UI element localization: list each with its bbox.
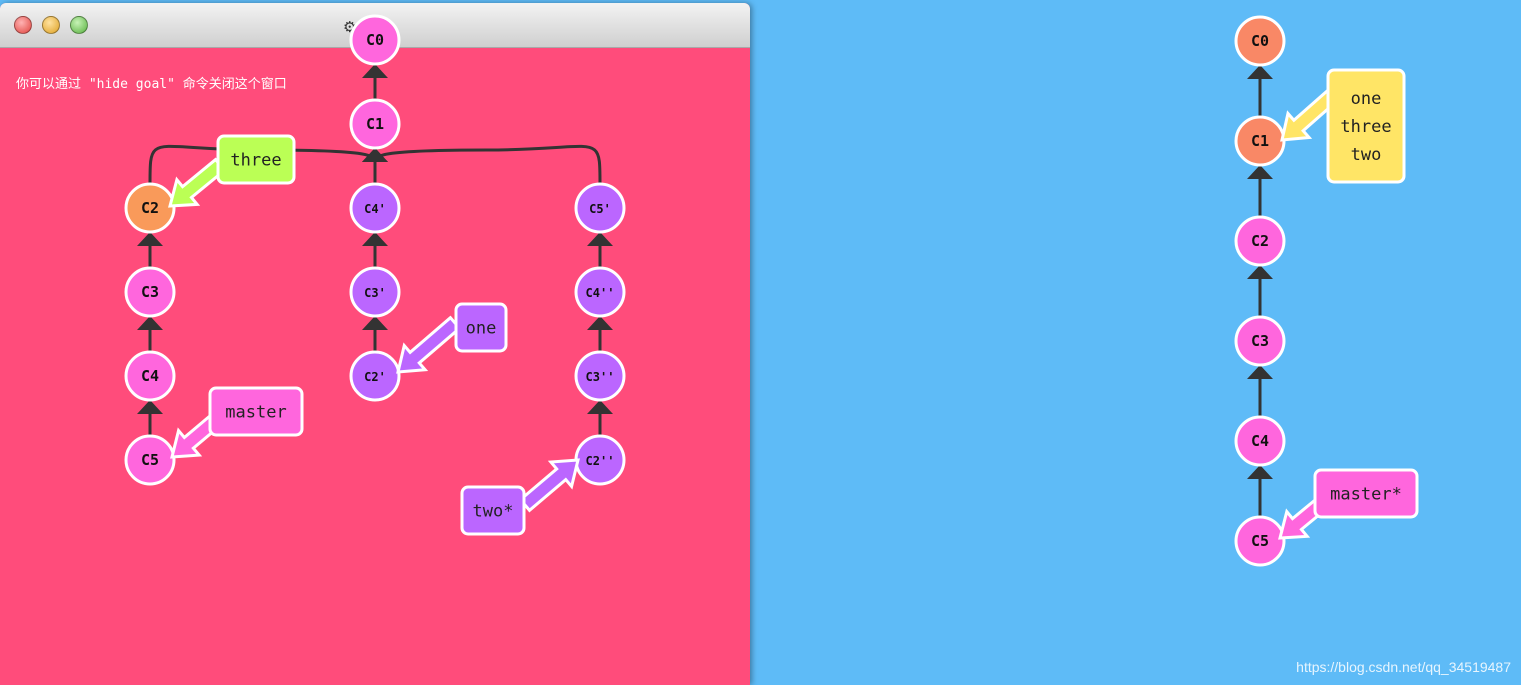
commit-node-c3[interactable]: C3	[1234, 315, 1286, 367]
current-edges	[1247, 65, 1273, 517]
commit-node-c4pp[interactable]: C4''	[574, 266, 626, 318]
branch-label-one[interactable]: one	[454, 302, 508, 353]
branch-arrow-two	[518, 458, 580, 513]
commit-label: C3	[141, 283, 159, 301]
commit-label: C2	[141, 199, 159, 217]
commit-node-c5p[interactable]: C5'	[574, 182, 626, 234]
branch-label-one-three-two[interactable]: one three two	[1326, 68, 1406, 184]
commit-label: C3''	[586, 370, 615, 384]
commit-node-c1[interactable]: C1	[1234, 115, 1286, 167]
hide-goal-hint: 你可以通过 "hide goal" 命令关闭这个窗口	[16, 77, 287, 92]
branch-name: master*	[1330, 484, 1402, 504]
commit-label: C2''	[586, 454, 615, 468]
commit-label: C5'	[589, 202, 611, 216]
commit-node-c2[interactable]: C2	[124, 182, 176, 234]
watermark: https://blog.csdn.net/qq_34519487	[1296, 659, 1511, 675]
commit-label: C2'	[364, 370, 386, 384]
commit-label: C1	[366, 115, 384, 133]
minimize-window-button[interactable]	[42, 16, 60, 34]
commit-node-c0[interactable]: C0	[1234, 15, 1286, 67]
branch-arrow-three	[168, 157, 227, 208]
commit-node-c1[interactable]: C1	[349, 98, 401, 150]
commit-label: C4''	[586, 286, 615, 300]
commit-node-c3p[interactable]: C3'	[349, 266, 401, 318]
commit-label: C0	[366, 31, 384, 49]
commit-node-c2pp[interactable]: C2''	[574, 434, 626, 486]
commit-label: C3	[1251, 332, 1269, 350]
commit-node-c0[interactable]: C0	[349, 14, 401, 66]
commit-node-c5[interactable]: C5	[124, 434, 176, 486]
commit-node-c4[interactable]: C4	[124, 350, 176, 402]
branch-name: master	[225, 402, 286, 422]
branch-label-master[interactable]: master*	[1313, 468, 1419, 519]
close-window-button[interactable]	[14, 16, 32, 34]
maximize-window-button[interactable]	[70, 16, 88, 34]
branch-name: two*	[473, 501, 514, 521]
commit-node-c4p[interactable]: C4'	[349, 182, 401, 234]
commit-label: C5	[141, 451, 159, 469]
commit-label: C4'	[364, 202, 386, 216]
commit-node-c2[interactable]: C2	[1234, 215, 1286, 267]
commit-label: C4	[141, 367, 159, 385]
branch-label-master[interactable]: master	[208, 386, 304, 437]
commit-label: C5	[1251, 532, 1269, 550]
branch-name: two	[1351, 145, 1382, 165]
branch-label-three[interactable]: three	[216, 134, 296, 185]
commit-label: C3'	[364, 286, 386, 300]
branch-name: one	[466, 318, 497, 338]
commit-node-c4[interactable]: C4	[1234, 415, 1286, 467]
branch-arrow-one	[396, 315, 462, 374]
branch-name: one	[1351, 89, 1382, 109]
branch-name: three	[230, 150, 281, 170]
commit-node-c3[interactable]: C3	[124, 266, 176, 318]
branch-label-two[interactable]: two*	[460, 485, 526, 536]
commit-label: C0	[1251, 32, 1269, 50]
commit-node-c5[interactable]: C5	[1234, 515, 1286, 567]
commit-label: C4	[1251, 432, 1269, 450]
commit-node-c2p[interactable]: C2'	[349, 350, 401, 402]
branch-name: three	[1340, 117, 1391, 137]
commit-label: C1	[1251, 132, 1269, 150]
commit-node-c3pp[interactable]: C3''	[574, 350, 626, 402]
commit-label: C2	[1251, 232, 1269, 250]
